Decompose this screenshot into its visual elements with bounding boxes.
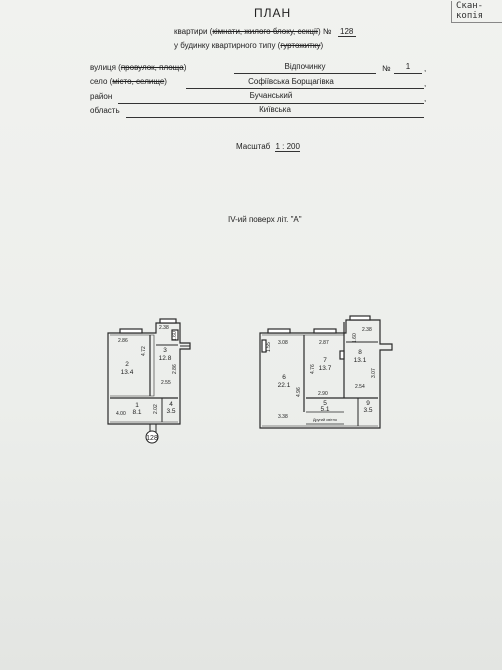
room-left-3-no: 3 [163, 347, 167, 354]
apartment-line: квартири (кімнати, жилого блоку, секції)… [174, 27, 356, 37]
room-right-9-area: 3.5 [363, 407, 372, 414]
dim-right-0: 3.08 [278, 340, 288, 346]
house-number-label: № [382, 64, 391, 73]
dim-right-9: 2.90 [318, 391, 328, 397]
dim-right-8: 2.54 [355, 384, 365, 390]
house-type-struck: гуртожитку [280, 41, 321, 50]
dim-right-4: 4.96 [296, 387, 302, 397]
dim-right-3: 1.55 [266, 342, 272, 352]
second-light-note: Другий світло [313, 418, 337, 422]
street-comma: , [424, 64, 427, 73]
room-right-7-area: 13.7 [319, 365, 332, 372]
room-right-5-no: 5 [323, 400, 327, 407]
dim-right-7: 3.07 [371, 368, 377, 378]
district-comma: , [424, 94, 427, 103]
region-value: Київська [259, 105, 291, 114]
dim-left-2: 4.72 [141, 346, 147, 356]
apartment-suffix: ) № [318, 27, 332, 36]
village-value: Софіївська Борщагівка [248, 77, 334, 86]
scale-label: Масштаб [236, 142, 271, 151]
dim-right-5: 4.76 [310, 364, 316, 374]
right-plan-outline [259, 319, 393, 429]
village-label-strike: місто, селище [112, 77, 165, 86]
district-label: район [90, 92, 113, 101]
room-left-1-no: 1 [135, 402, 139, 409]
region-label: область [90, 106, 120, 115]
street-label-prefix: вулиця ( [90, 63, 121, 72]
dim-left-7: 2.02 [153, 404, 159, 414]
apartment-struck-options: кімнати, жилого блоку, секції [212, 27, 319, 36]
house-type-prefix: у будинку квартирного типу ( [174, 41, 281, 50]
scale-line: Масштаб 1 : 200 [236, 142, 300, 152]
scale-value: 1 : 200 [275, 142, 300, 152]
street-label-suffix: ) [183, 63, 187, 72]
dim-left-1: 2.38 [159, 325, 169, 331]
room-left-1-area: 8.1 [132, 409, 141, 416]
room-right-9-no: 9 [366, 400, 370, 407]
dim-right-6: 1.60 [352, 333, 358, 343]
district-value: Бучанський [249, 91, 293, 100]
village-underline [186, 88, 424, 89]
dim-left-0: 2.86 [118, 338, 128, 344]
room-right-6-area: 22.1 [278, 382, 291, 389]
village-label: село (місто, селище) [90, 77, 167, 86]
street-value: Відпочинку [284, 62, 326, 71]
apartment-number: 128 [337, 27, 356, 37]
room-right-8-no: 8 [358, 349, 362, 356]
room-right-7-no: 7 [323, 357, 327, 364]
village-label-suffix: ) [164, 77, 167, 86]
document-title: ПЛАН [254, 6, 292, 20]
apartment-marker-label: 128 [146, 435, 158, 442]
village-comma: , [424, 79, 427, 88]
house-number-value: 1 [405, 62, 411, 71]
street-underline [234, 73, 376, 74]
dim-left-4: 1.60 [172, 331, 178, 341]
region-underline [126, 117, 424, 118]
room-left-4-area: 3.5 [166, 408, 175, 415]
room-right-6-no: 6 [282, 374, 286, 381]
street-label: вулиця (провулок, площа) [90, 63, 186, 72]
dim-right-10: 3.38 [278, 414, 288, 420]
dim-left-5: 2.55 [161, 380, 171, 386]
floor-label: IV-ий поверх літ. "А" [228, 215, 302, 224]
room-right-8-area: 13.1 [354, 357, 367, 364]
street-label-strike: провулок, площа [120, 63, 184, 72]
house-number-underline [394, 73, 422, 74]
room-left-2-no: 2 [125, 361, 129, 368]
scan-copy-stamp: Скан-копія [451, 1, 502, 23]
house-type-line: у будинку квартирного типу (гуртожитку) [174, 41, 323, 50]
room-right-5-area: 5.1 [320, 406, 329, 413]
apartment-marker-circle [145, 430, 159, 444]
dim-right-2: 2.38 [362, 327, 372, 333]
district-underline [118, 103, 424, 104]
dim-left-3: 2.86 [172, 364, 178, 374]
dim-right-1: 2.87 [319, 340, 329, 346]
room-left-4-no: 4 [169, 401, 173, 408]
dim-left-6: 4.00 [116, 411, 126, 417]
room-left-2-area: 13.4 [121, 369, 134, 376]
village-label-prefix: село ( [90, 77, 113, 86]
room-left-3-area: 12.8 [159, 355, 172, 362]
apartment-prefix: квартири ( [174, 27, 213, 36]
house-type-suffix: ) [320, 41, 324, 50]
